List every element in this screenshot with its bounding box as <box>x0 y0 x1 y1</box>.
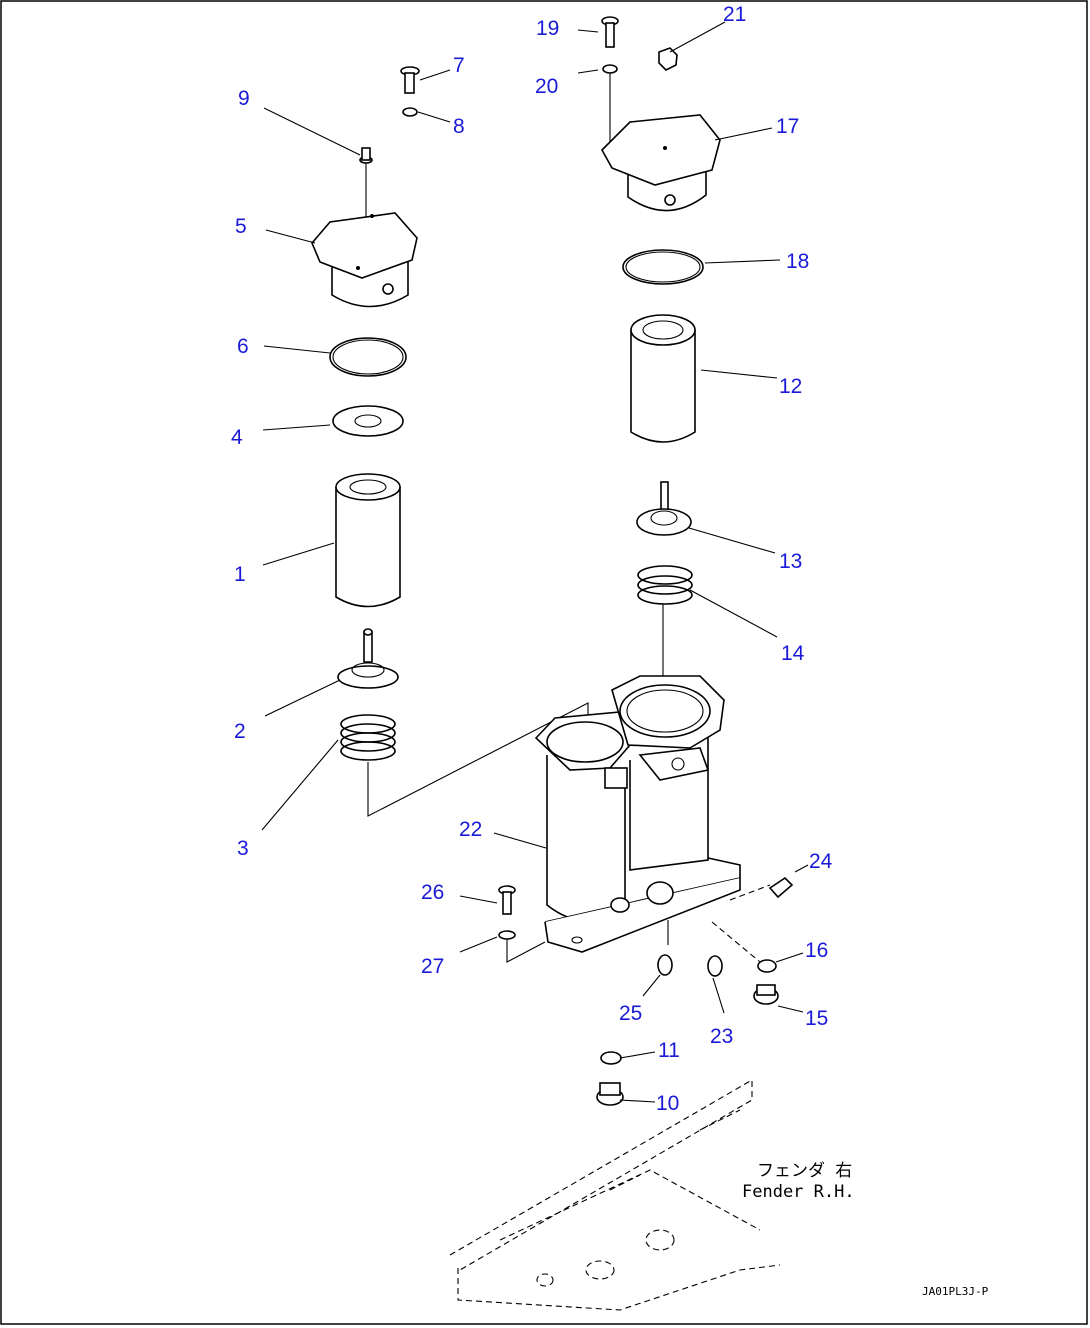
part-10-plug <box>596 1082 624 1106</box>
part-6-o-ring <box>329 337 407 377</box>
part-8-washer <box>402 107 418 117</box>
callout-17: 17 <box>776 115 799 138</box>
callout-20: 20 <box>535 75 558 98</box>
callout-26: 26 <box>421 881 444 904</box>
callout-23: 23 <box>710 1025 733 1048</box>
callout-15: 15 <box>805 1007 828 1030</box>
part-7-bolt <box>400 66 420 94</box>
part-20-washer <box>602 64 618 74</box>
part-4-plate <box>332 405 404 437</box>
part-17-cover <box>601 114 721 212</box>
callout-7: 7 <box>453 54 465 77</box>
part-3-spring <box>340 714 396 761</box>
callout-25: 25 <box>619 1002 642 1025</box>
part-11-ring <box>600 1051 622 1065</box>
callout-9: 9 <box>238 87 250 110</box>
fender-outline <box>449 1079 781 1311</box>
callout-18: 18 <box>786 250 809 273</box>
callout-19: 19 <box>536 17 559 40</box>
callout-16: 16 <box>805 939 828 962</box>
part-1-element <box>335 473 401 608</box>
callout-14: 14 <box>781 642 805 665</box>
part-25-ring <box>657 954 673 976</box>
part-2-valve <box>337 628 399 689</box>
fender-caption-en: Fender R.H. <box>742 1182 855 1202</box>
part-18-o-ring <box>622 249 704 285</box>
part-24 <box>768 876 794 899</box>
callout-24: 24 <box>809 850 833 873</box>
part-14-spring <box>637 565 693 605</box>
callout-12: 12 <box>779 375 802 398</box>
part-27-washer <box>498 930 516 940</box>
leader-lines <box>261 21 809 1103</box>
callout-6: 6 <box>237 335 249 358</box>
part-19-bolt <box>601 16 619 48</box>
part-26-bolt <box>498 885 516 915</box>
part-23-ring <box>707 955 723 977</box>
callout-8: 8 <box>453 115 465 138</box>
callout-2: 2 <box>234 720 246 743</box>
callout-3: 3 <box>237 837 249 860</box>
callout-27: 27 <box>421 955 444 978</box>
callout-22: 22 <box>459 818 482 841</box>
drawing-code: JA01PL3J-P <box>922 1285 989 1298</box>
part-16-ring <box>757 959 777 973</box>
callout-5: 5 <box>235 215 247 238</box>
part-21-nut <box>658 47 678 71</box>
part-22-housing <box>534 675 741 953</box>
callout-10: 10 <box>656 1092 679 1115</box>
part-12-element <box>630 314 696 443</box>
callout-1: 1 <box>234 563 246 586</box>
part-15-plug <box>753 984 779 1005</box>
part-13-valve <box>636 481 692 536</box>
callout-21: 21 <box>723 3 746 26</box>
callout-11: 11 <box>658 1039 680 1062</box>
callout-13: 13 <box>779 550 802 573</box>
callout-4: 4 <box>231 426 243 449</box>
callout-labels: 1 2 3 4 5 6 7 8 9 10 11 12 13 14 15 16 1… <box>231 3 833 1115</box>
part-5-cover <box>311 212 418 308</box>
fender-caption-jp: フェンダ 右 <box>757 1161 852 1181</box>
